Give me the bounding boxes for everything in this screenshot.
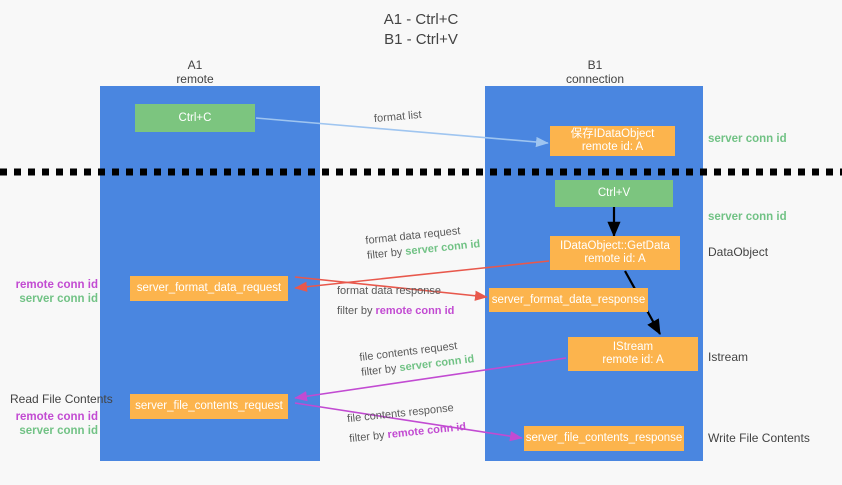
title-line-2: B1 - Ctrl+V — [384, 31, 458, 48]
node-istream[interactable]: IStream remote id: A — [568, 337, 698, 371]
filter-prefix: filter by — [366, 245, 406, 262]
node-server-file-contents-request[interactable]: server_file_contents_request — [130, 394, 288, 419]
node-getdata-line2: remote id: A — [584, 253, 646, 265]
node-getdata-line1: IDataObject::GetData — [560, 240, 670, 252]
right-label-write-file-contents: Write File Contents — [708, 431, 810, 445]
right-label-server-conn-id-2: server conn id — [708, 211, 787, 223]
node-ctrl-c[interactable]: Ctrl+C — [135, 104, 255, 132]
node-istream-line2: remote id: A — [602, 354, 664, 366]
node-ctrl-v[interactable]: Ctrl+V — [555, 180, 673, 207]
edge-label-format-list: format list — [373, 108, 423, 126]
left-label-remote-conn-id-2: remote conn id — [15, 411, 98, 423]
left-label-server-conn-id-2: server conn id — [19, 425, 98, 437]
diagram-title: A1 - Ctrl+C B1 - Ctrl+V — [0, 10, 842, 50]
node-server-file-contents-response[interactable]: server_file_contents_response — [524, 426, 684, 451]
filter-value-remote-conn-id: remote conn id — [375, 305, 455, 317]
lane-b1-sub: connection — [565, 72, 625, 86]
node-server-format-data-request[interactable]: server_format_data_request — [130, 276, 288, 301]
left-label-read-file-contents: Read File Contents — [10, 392, 113, 406]
left-label-group-file: remote conn id server conn id — [12, 410, 98, 438]
lane-a1-name: A1 — [187, 58, 203, 72]
node-save-idataobject-line2: remote id: A — [581, 141, 644, 153]
right-label-server-conn-id-1: server conn id — [708, 133, 787, 145]
edge-label-file-contents-response: file contents response filter by remote … — [346, 400, 467, 447]
node-ctrl-v-label: Ctrl+V — [597, 187, 631, 199]
edge-label-format-data-response-line1: format data response — [337, 285, 441, 297]
node-save-idataobject[interactable]: 保存IDataObject remote id: A — [550, 126, 675, 156]
node-server-format-data-response[interactable]: server_format_data_response — [489, 288, 648, 312]
filter-value-remote-conn-id: remote conn id — [386, 420, 467, 442]
node-server-file-contents-request-label: server_file_contents_request — [135, 400, 283, 412]
node-server-file-contents-response-label: server_file_contents_response — [525, 432, 683, 444]
node-ctrl-c-label: Ctrl+C — [178, 111, 212, 124]
lane-a1-sub: remote — [176, 72, 214, 86]
left-label-group-format: remote conn id server conn id — [12, 278, 98, 306]
title-line-1: A1 - Ctrl+C — [383, 11, 459, 28]
node-save-idataobject-line1: 保存IDataObject — [570, 128, 655, 140]
lane-header-a1: A1 remote — [130, 58, 260, 86]
node-istream-line1: IStream — [612, 341, 654, 353]
left-label-remote-conn-id-1: remote conn id — [15, 279, 98, 291]
edge-label-format-data-request: format data request filter by server con… — [365, 222, 481, 264]
node-server-format-data-response-label: server_format_data_response — [491, 293, 646, 306]
node-server-format-data-request-label: server_format_data_request — [136, 282, 282, 294]
lane-b1-name: B1 — [587, 58, 603, 72]
right-label-istream: Istream — [708, 350, 749, 364]
node-idataobject-getdata[interactable]: IDataObject::GetData remote id: A — [550, 236, 680, 270]
right-label-dataobject: DataObject — [708, 245, 769, 259]
filter-prefix: filter by — [348, 429, 389, 446]
edge-label-file-contents-request: file contents request filter by server c… — [359, 337, 476, 381]
left-label-server-conn-id-1: server conn id — [19, 293, 98, 305]
edge-label-format-data-response-line2: filter by remote conn id — [337, 299, 454, 319]
filter-prefix: filter by — [360, 362, 401, 379]
lane-header-b1: B1 connection — [530, 58, 660, 86]
edge-label-format-data-response: format data response filter by remote co… — [337, 284, 454, 319]
filter-prefix: filter by — [337, 305, 376, 317]
